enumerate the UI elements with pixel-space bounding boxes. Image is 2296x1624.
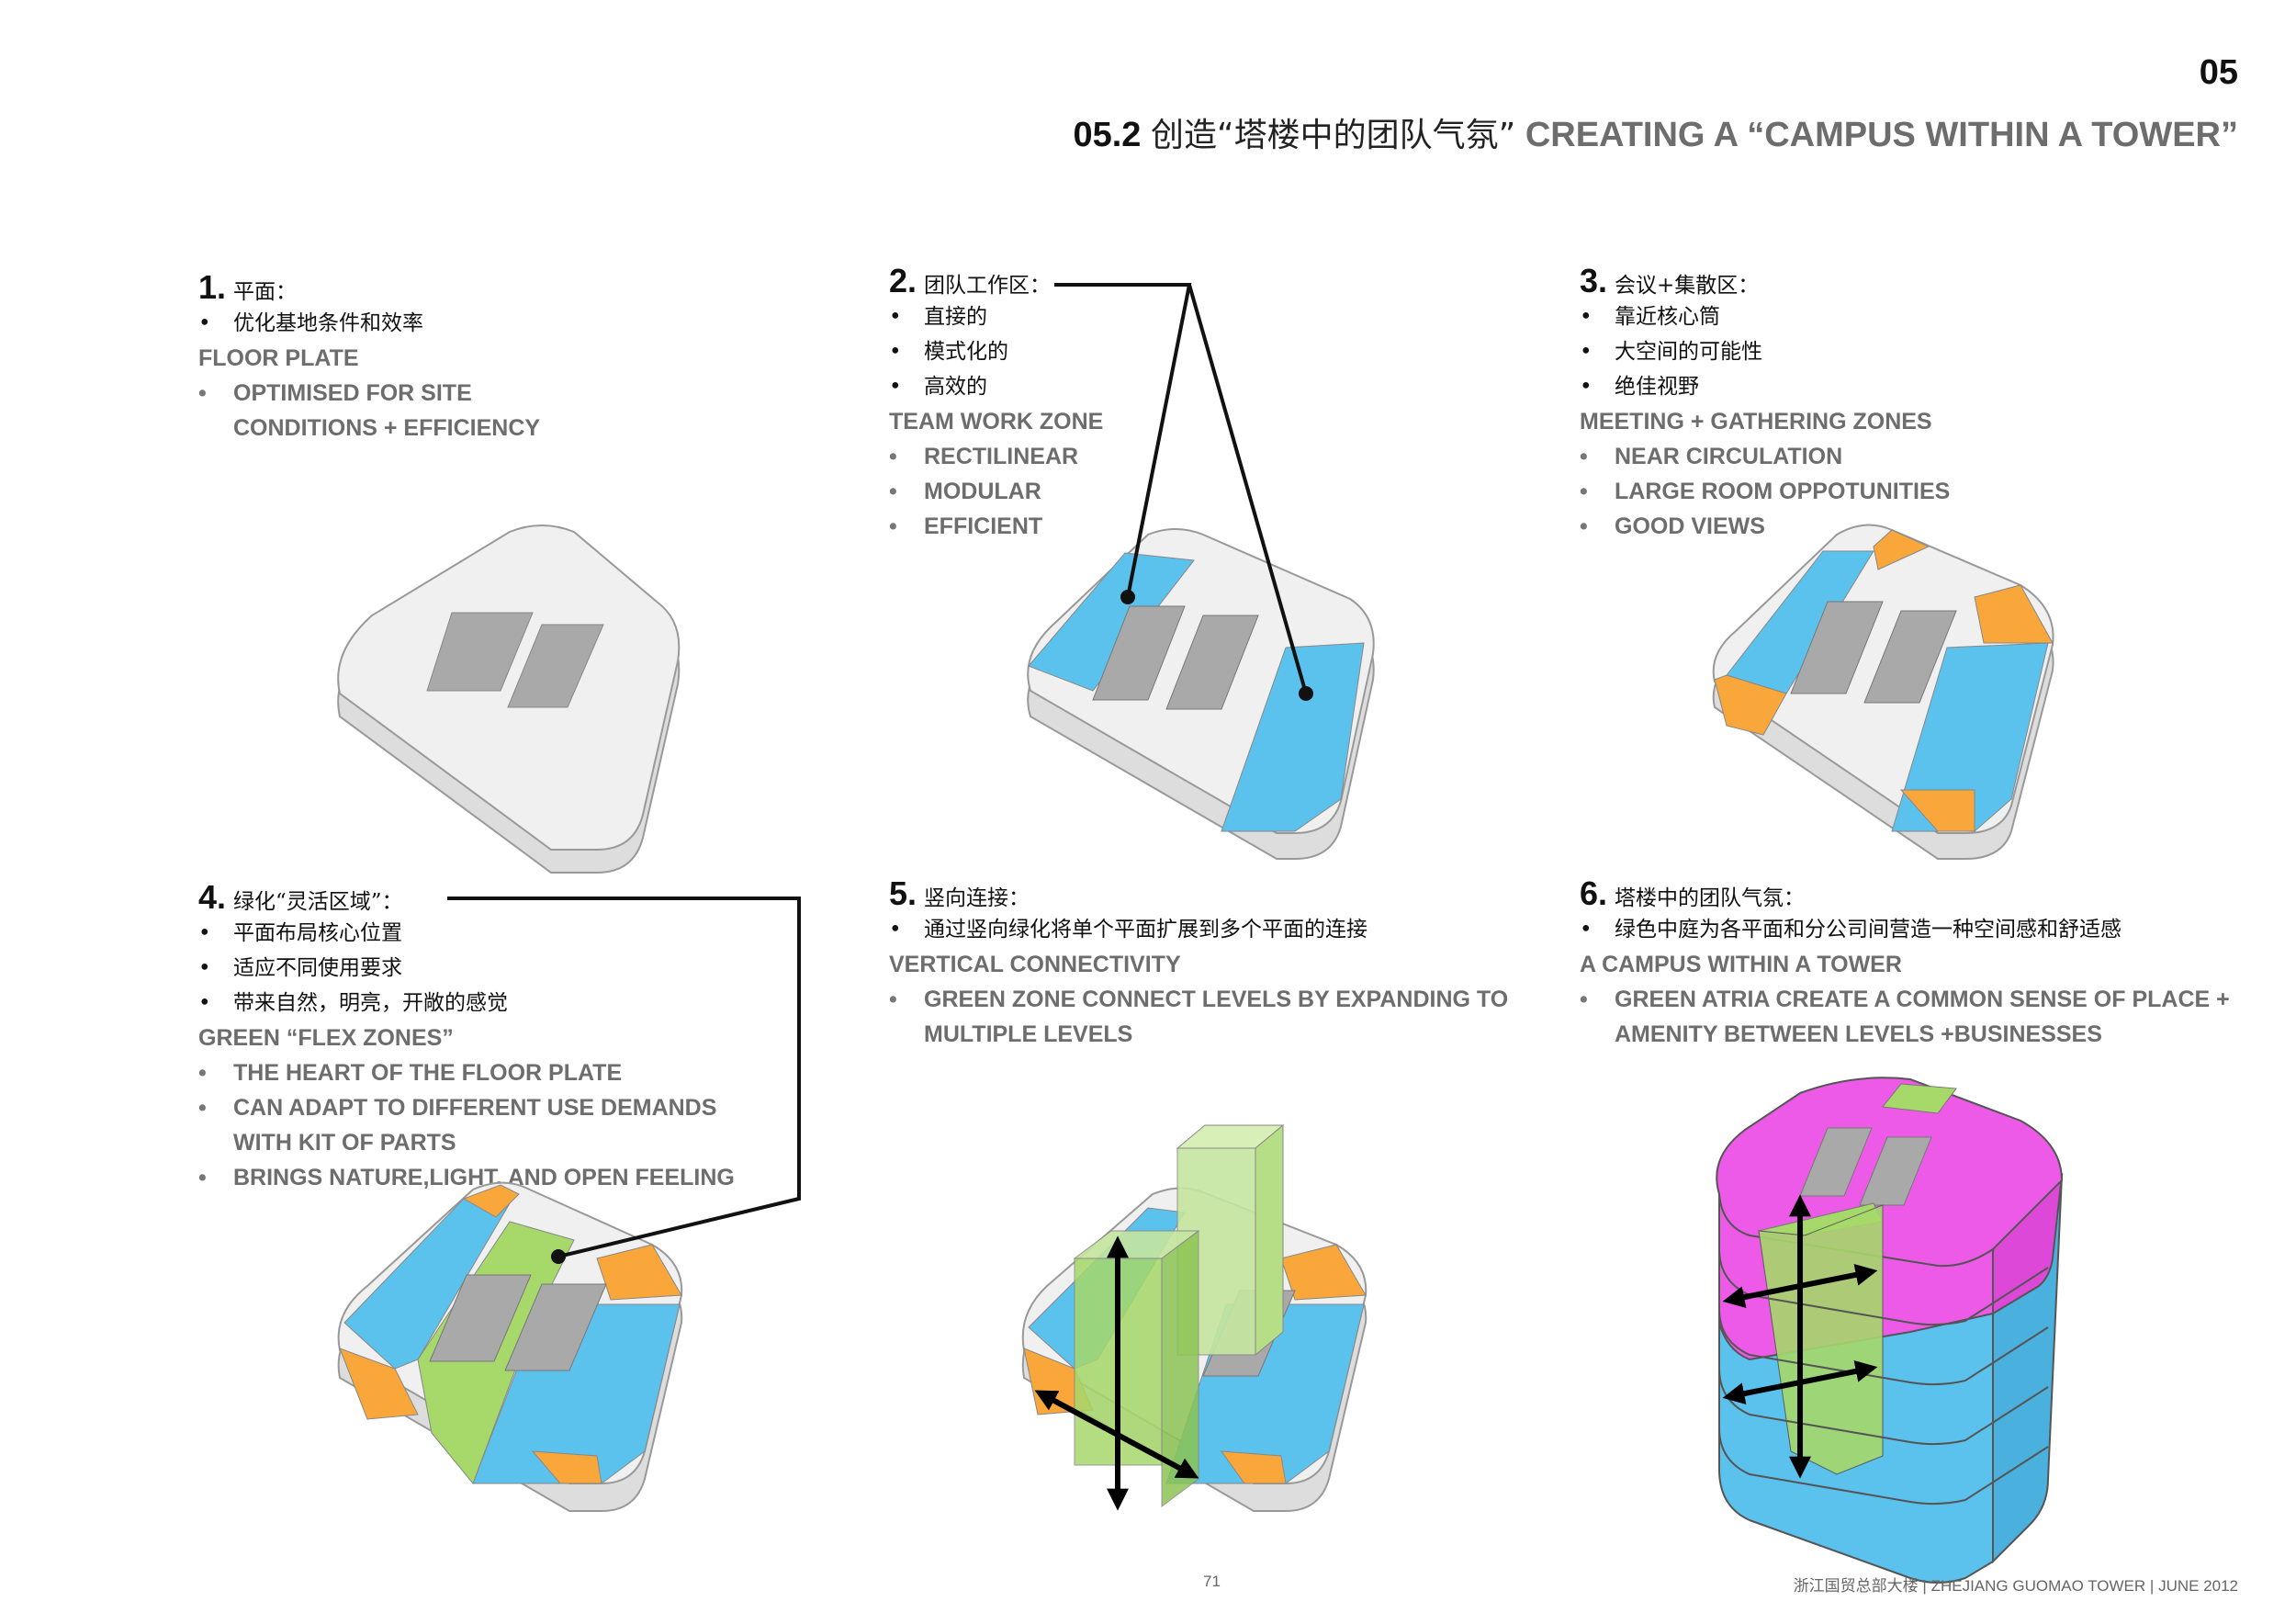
- vertical-connectivity-diagram: [1021, 1123, 1367, 1512]
- block-green-flex-zones: 4.绿化“灵活区域”： 平面布局核心位置 适应不同使用要求 带来自然，明亮，开敞…: [198, 879, 841, 1195]
- bullet-cn: 靠近核心筒: [1580, 299, 2259, 334]
- block-number: 6.: [1580, 874, 1608, 912]
- bullet-cn: 绿色中庭为各平面和分公司间营造一种空间感和舒适感: [1580, 912, 2241, 947]
- block-number: 1.: [198, 268, 227, 306]
- bullet-en: THE HEART OF THE FLOOR PLATE: [198, 1055, 841, 1090]
- title-chinese: 创造“塔楼中的团队气氛”: [1150, 117, 1516, 154]
- block-vertical-connectivity: 5. 竖向连接： 通过竖向绿化将单个平面扩展到多个平面的连接 VERTICAL C…: [889, 875, 1532, 1052]
- section-number: 05: [2199, 53, 2238, 92]
- bullet-cn: 高效的: [889, 369, 1569, 404]
- leader-dot: [1299, 686, 1313, 701]
- footer-separator: |: [1922, 1577, 1927, 1595]
- bullet-en: EFFICIENT: [889, 509, 1569, 544]
- bullet-en: LARGE ROOM OPPOTUNITIES: [1580, 474, 2259, 509]
- block-number: 2.: [889, 262, 917, 299]
- heading-en: A CAMPUS WITHIN A TOWER: [1580, 952, 1902, 977]
- bullet-en: MODULAR: [889, 474, 1569, 509]
- bullet-cn: 直接的: [889, 299, 1569, 334]
- block-meeting-zones: 3. 会议+集散区： 靠近核心筒 大空间的可能性 绝佳视野 MEETING + G…: [1580, 263, 2259, 544]
- heading-en: MEETING + GATHERING ZONES: [1580, 409, 1932, 434]
- block-title-cn: 会议+集散区：: [1615, 274, 1760, 298]
- title-number: 05.2: [1073, 116, 1142, 154]
- bullet-cn: 带来自然，明亮，开敞的感觉: [198, 986, 841, 1021]
- footer-project: 浙江国贸总部大楼 | ZHEJIANG GUOMAO TOWER | JUNE …: [1794, 1573, 2238, 1596]
- block-number: 3.: [1580, 262, 1608, 299]
- bullet-cn: 平面布局核心位置: [198, 916, 841, 951]
- heading-en: VERTICAL CONNECTIVITY: [889, 952, 1181, 977]
- heading-en: GREEN “FLEX ZONES”: [198, 1025, 454, 1051]
- heading-en: TEAM WORK ZONE: [889, 409, 1104, 434]
- block-title-cn: 团队工作区：: [924, 274, 1052, 298]
- footer-date: JUNE 2012: [2158, 1577, 2238, 1595]
- footer-project-cn: 浙江国贸总部大楼: [1793, 1577, 1919, 1596]
- block-title-cn: 平面：: [233, 280, 298, 304]
- horizontal-arrow: [1722, 1264, 1878, 1308]
- bullet-en: RECTILINEAR: [889, 439, 1569, 474]
- block-title-cn: 竖向连接：: [924, 886, 1030, 910]
- bullet-cn: 绝佳视野: [1580, 369, 2259, 404]
- bullet-en: CAN ADAPT TO DIFFERENT USE DEMANDS WITH …: [198, 1090, 766, 1160]
- block-title-cn: 塔楼中的团队气氛：: [1615, 886, 1806, 910]
- floor-plate-diagram: [337, 524, 681, 874]
- bullet-en: OPTIMISED FOR SITE CONDITIONS + EFFICIEN…: [198, 376, 602, 445]
- team-work-zone-diagram: [1027, 528, 1375, 860]
- green-flex-zones-diagram: [337, 1181, 683, 1512]
- block-campus-within-tower: 6. 塔楼中的团队气氛： 绿色中庭为各平面和分公司间营造一种空间感和舒适感 A C…: [1580, 875, 2241, 1052]
- leader-dot: [1120, 590, 1135, 604]
- leader-dot: [551, 1249, 566, 1264]
- bullet-cn: 通过竖向绿化将单个平面扩展到多个平面的连接: [889, 912, 1532, 947]
- heading-en: FLOOR PLATE: [198, 345, 359, 371]
- meeting-zones-diagram: [1712, 524, 2054, 860]
- bullet-cn: 优化基地条件和效率: [198, 306, 602, 341]
- footer-project-en: ZHEJIANG GUOMAO TOWER: [1930, 1577, 2146, 1595]
- title-english: CREATING A “CAMPUS WITHIN A TOWER”: [1525, 116, 2238, 154]
- bullet-cn: 模式化的: [889, 334, 1569, 369]
- bullet-cn: 大空间的可能性: [1580, 334, 2259, 369]
- block-number: 4.: [198, 878, 227, 916]
- campus-tower-diagram: [1716, 1077, 2064, 1584]
- bullet-cn: 适应不同使用要求: [198, 951, 841, 986]
- leader-line: [1187, 284, 1308, 694]
- leader-line: [447, 897, 801, 1258]
- page-title: 05.2 创造“塔楼中的团队气氛” CREATING A “CAMPUS WIT…: [1073, 108, 2238, 156]
- block-team-work-zone: 2. 团队工作区： 直接的 模式化的 高效的 TEAM WORK ZONE REC…: [889, 263, 1569, 544]
- bullet-en: GREEN ZONE CONNECT LEVELS BY EXPANDING T…: [889, 982, 1558, 1052]
- horizontal-arrow: [1722, 1360, 1878, 1404]
- page-number: 71: [1203, 1573, 1221, 1590]
- bullet-en: GREEN ATRIA CREATE A COMMON SENSE OF PLA…: [1580, 982, 2241, 1052]
- block-floor-plate: 1.平面： 优化基地条件和效率 FLOOR PLATE OPTIMISED FO…: [198, 269, 602, 445]
- bullet-en: NEAR CIRCULATION: [1580, 439, 2259, 474]
- horizontal-arrow: [1034, 1390, 1199, 1479]
- footer-separator: |: [2149, 1577, 2155, 1595]
- block-number: 5.: [889, 874, 917, 912]
- bullet-en: GOOD VIEWS: [1580, 509, 2259, 544]
- block-title-cn: 绿化“灵活区域”：: [233, 890, 403, 914]
